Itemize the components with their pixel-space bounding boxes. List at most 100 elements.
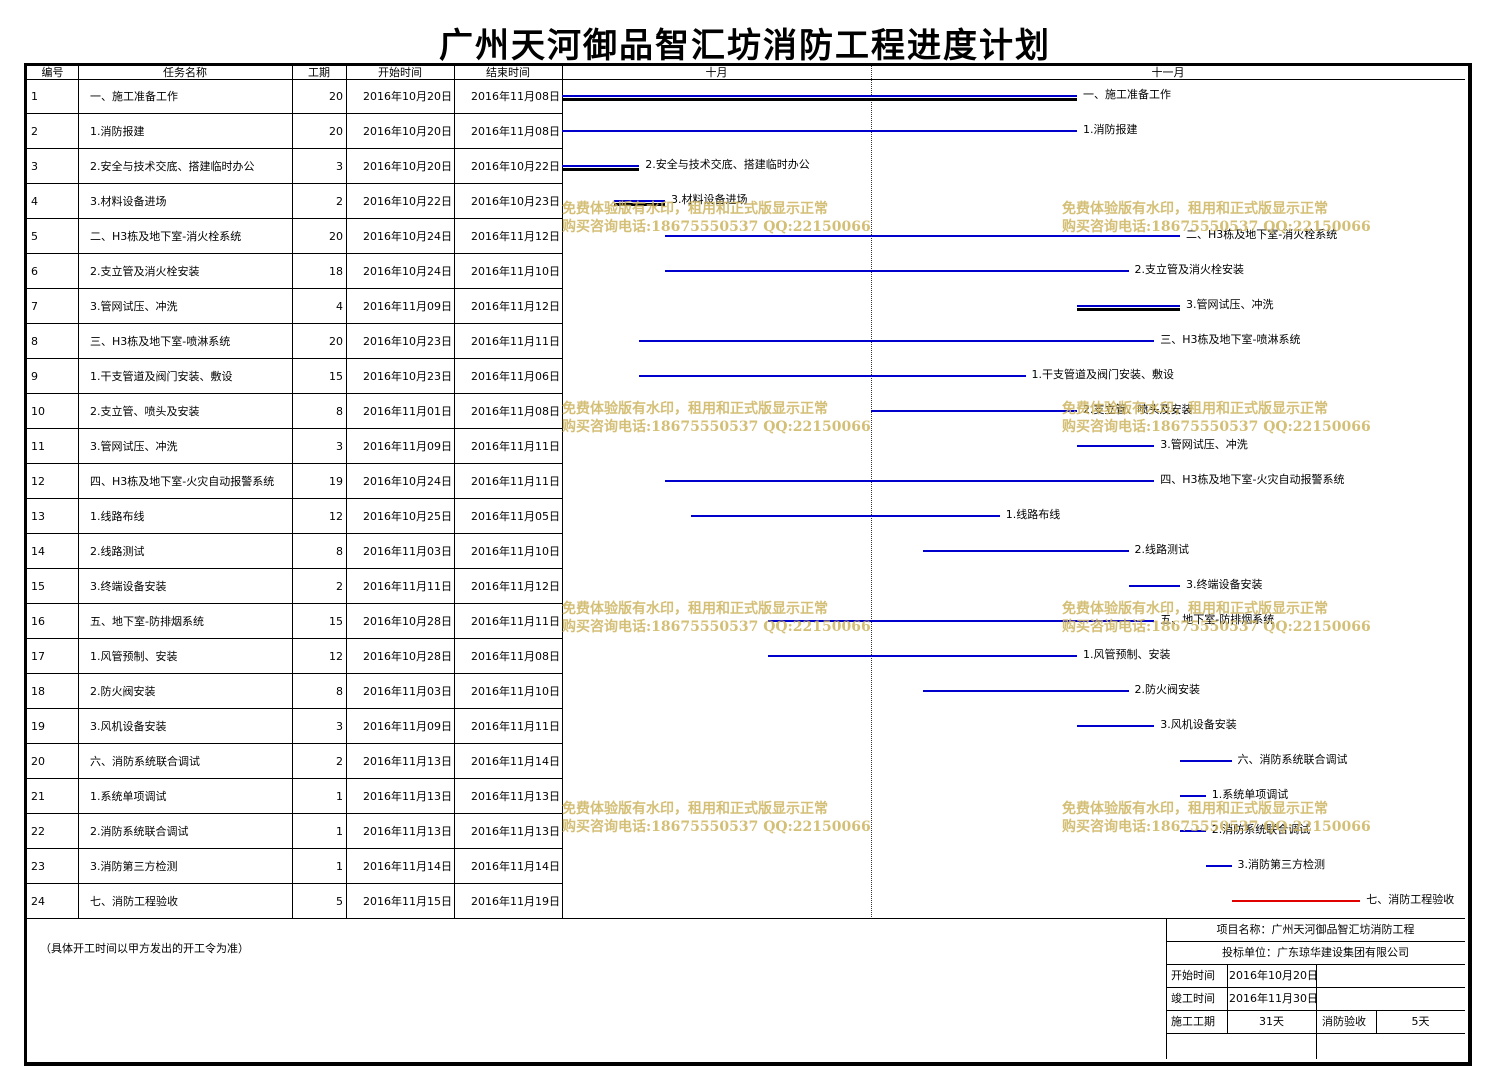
task-id: 12	[31, 475, 45, 488]
gantt-bar	[1077, 725, 1155, 727]
task-end: 2016年11月06日	[471, 370, 560, 383]
task-name: 一、施工准备工作	[90, 90, 178, 103]
gantt-bar-shadow	[562, 168, 640, 171]
task-start: 2016年10月24日	[363, 475, 452, 488]
task-name: 2.支立管、喷头及安装	[90, 405, 200, 418]
task-id: 21	[31, 790, 45, 803]
gantt-bar	[1231, 900, 1361, 902]
grid-line	[292, 66, 293, 919]
task-start: 2016年10月23日	[363, 370, 452, 383]
gantt-bar-label: 3.管网试压、冲洗	[1160, 438, 1248, 451]
task-duration: 19	[329, 475, 343, 488]
task-end: 2016年11月13日	[471, 790, 560, 803]
watermark-line1: 免费体验版有水印，租用和正式版显示正常	[562, 601, 828, 617]
task-id: 5	[31, 230, 38, 243]
task-name: 2.线路测试	[90, 545, 145, 558]
gantt-bar	[639, 340, 1155, 342]
grid-line	[454, 66, 455, 919]
gantt-bar	[922, 690, 1129, 692]
task-duration: 12	[329, 650, 343, 663]
task-end: 2016年11月14日	[471, 755, 560, 768]
info-accept-label: 消防验收	[1322, 1015, 1366, 1028]
task-end: 2016年11月11日	[471, 440, 560, 453]
gantt-bar-label: 1.干支管道及阀门安装、敷设	[1031, 368, 1175, 381]
task-start: 2016年10月28日	[363, 650, 452, 663]
watermark: 免费体验版有水印，租用和正式版显示正常购买咨询电话:18675550537 QQ…	[1062, 800, 1371, 836]
gantt-bar-label: 1.风管预制、安装	[1083, 648, 1171, 661]
watermark: 免费体验版有水印，租用和正式版显示正常购买咨询电话:18675550537 QQ…	[1062, 400, 1371, 436]
task-start: 2016年11月13日	[363, 755, 452, 768]
col-header-end: 结束时间	[454, 66, 562, 80]
table-row-line	[27, 253, 562, 254]
table-row-line	[27, 743, 562, 744]
gantt-bar-label: 2.线路测试	[1134, 543, 1190, 556]
task-duration: 8	[336, 545, 343, 558]
task-duration: 1	[336, 860, 343, 873]
task-name: 六、消防系统联合调试	[90, 755, 200, 768]
task-duration: 20	[329, 90, 343, 103]
task-id: 4	[31, 195, 38, 208]
grid-line	[78, 66, 79, 919]
info-accept-value: 5天	[1411, 1015, 1430, 1028]
task-end: 2016年11月08日	[471, 405, 560, 418]
task-duration: 18	[329, 265, 343, 278]
gantt-bar-label: 二、H3栋及地下室-消火栓系统	[1186, 228, 1338, 241]
task-duration: 20	[329, 125, 343, 138]
gantt-bar	[1128, 585, 1180, 587]
col-header-name: 任务名称	[78, 66, 292, 80]
gantt-bar-label: 3.材料设备进场	[671, 193, 748, 206]
table-row-line	[27, 813, 562, 814]
task-id: 6	[31, 265, 38, 278]
gantt-bar-label: 2.防火阀安装	[1134, 683, 1201, 696]
gantt-bar	[562, 95, 1077, 97]
table-row-line	[27, 778, 562, 779]
gantt-bar-shadow	[613, 203, 665, 206]
task-duration: 8	[336, 685, 343, 698]
task-name: 四、H3栋及地下室-火灾自动报警系统	[90, 475, 275, 488]
gantt-bar-label: 3.管网试压、冲洗	[1186, 298, 1274, 311]
info-finish-label: 竣工时间	[1171, 992, 1215, 1005]
watermark-line2: 购买咨询电话:18675550537 QQ:22150066	[562, 419, 871, 435]
month-header-nov: 十一月	[871, 66, 1465, 80]
gantt-bar-label: 2.安全与技术交底、搭建临时办公	[645, 158, 810, 171]
task-duration: 1	[336, 825, 343, 838]
gantt-bar	[1180, 795, 1206, 797]
task-start: 2016年11月09日	[363, 300, 452, 313]
watermark-line1: 免费体验版有水印，租用和正式版显示正常	[1062, 201, 1328, 217]
info-line	[1316, 964, 1317, 1059]
task-start: 2016年11月15日	[363, 895, 452, 908]
watermark-line1: 免费体验版有水印，租用和正式版显示正常	[1062, 401, 1328, 417]
task-name: 3.管网试压、冲洗	[90, 440, 178, 453]
table-row-line	[27, 708, 562, 709]
footnote: （具体开工时间以甲方发出的开工令为准）	[40, 942, 249, 955]
gantt-bar	[871, 410, 1077, 412]
task-name: 1.线路布线	[90, 510, 145, 523]
table-row-line	[27, 183, 562, 184]
table-row-line	[27, 638, 562, 639]
table-row-line	[27, 848, 562, 849]
info-period-label: 施工工期	[1171, 1015, 1215, 1028]
gantt-bar-label: 3.风机设备安装	[1160, 718, 1237, 731]
task-start: 2016年11月13日	[363, 825, 452, 838]
task-name: 三、H3栋及地下室-喷淋系统	[90, 335, 231, 348]
gantt-bar-label: 一、施工准备工作	[1083, 88, 1171, 101]
task-name: 3.消防第三方检测	[90, 860, 178, 873]
table-row-line	[27, 218, 562, 219]
task-end: 2016年11月12日	[471, 300, 560, 313]
task-id: 18	[31, 685, 45, 698]
task-name: 1.风管预制、安装	[90, 650, 178, 663]
task-end: 2016年11月10日	[471, 545, 560, 558]
gantt-bar	[665, 480, 1155, 482]
info-start-label: 开始时间	[1171, 969, 1215, 982]
task-start: 2016年10月22日	[363, 195, 452, 208]
gantt-bar	[922, 550, 1129, 552]
gantt-bar	[639, 375, 1026, 377]
table-row-line	[27, 918, 562, 919]
watermark: 免费体验版有水印，租用和正式版显示正常购买咨询电话:18675550537 QQ…	[1062, 600, 1371, 636]
task-end: 2016年11月08日	[471, 125, 560, 138]
task-start: 2016年10月25日	[363, 510, 452, 523]
info-line	[1166, 1010, 1465, 1011]
task-start: 2016年10月20日	[363, 125, 452, 138]
task-id: 8	[31, 335, 38, 348]
gantt-bar-label: 3.终端设备安装	[1186, 578, 1263, 591]
